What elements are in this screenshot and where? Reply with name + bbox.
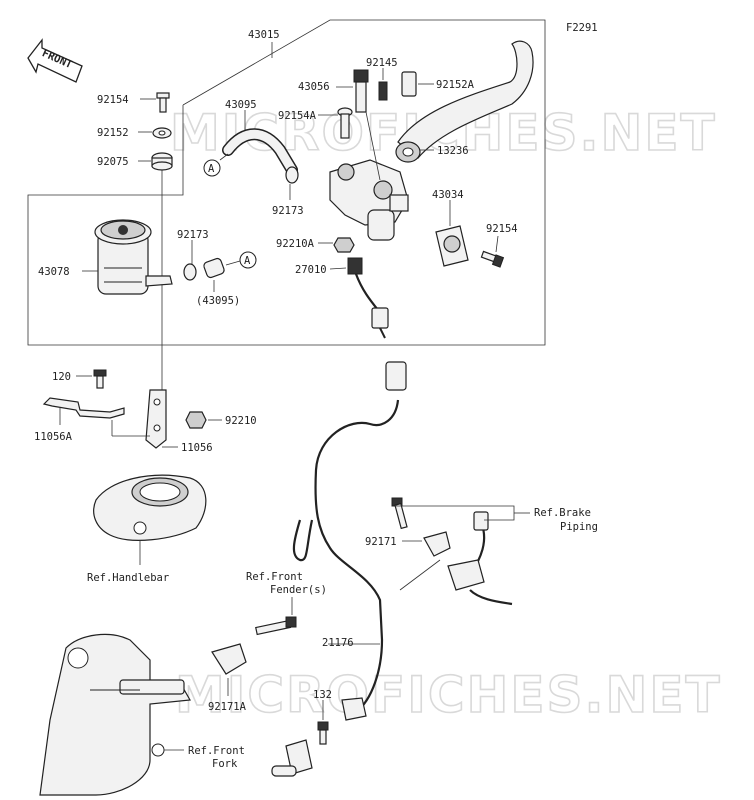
label-43078: 43078 [38, 266, 70, 278]
svg-text:A: A [208, 163, 215, 175]
hose-clamp-92173-mid [285, 166, 299, 184]
label-11056a: 11056A [34, 431, 73, 443]
label-92210: 92210 [225, 415, 257, 427]
label-92154-right: 92154 [486, 223, 518, 235]
label-120: 120 [52, 371, 71, 383]
label-27010: 27010 [295, 264, 327, 276]
label-92152a: 92152A [436, 79, 475, 91]
bolt-front-fender [255, 616, 297, 636]
screw-120 [93, 369, 107, 389]
front-fork-ref [39, 633, 191, 796]
spring-92145 [378, 81, 388, 101]
label-43015: 43015 [248, 29, 280, 41]
assembly-boundary [27, 19, 546, 346]
brake-fluid-reservoir-43078 [94, 219, 173, 295]
label-43095-paren: (43095) [196, 295, 240, 307]
ref-front-fork-1: Ref.Front [188, 745, 245, 757]
fitting-43056 [353, 69, 369, 113]
label-92210a: 92210A [276, 238, 315, 250]
brake-switch-27010 [347, 257, 389, 339]
label-13236: 13236 [437, 145, 469, 157]
washer-92152 [152, 127, 172, 139]
brake-hose-21176 [292, 361, 407, 721]
label-92171: 92171 [365, 536, 397, 548]
front-arrow-icon: FRONT [27, 38, 83, 83]
reservoir-hose-43095 [222, 128, 298, 176]
label-92173-left: 92173 [177, 229, 209, 241]
master-cylinder-body [329, 159, 409, 241]
nut-92210a [333, 237, 355, 253]
watermark-bottom: MICROFICHES.NET [175, 666, 722, 724]
label-92154-top: 92154 [97, 94, 129, 106]
label-92152: 92152 [97, 127, 129, 139]
brake-lever-13236 [395, 40, 534, 163]
label-43095: 43095 [225, 99, 257, 111]
hose-clamp-92173-left [183, 263, 197, 281]
label-132: 132 [313, 689, 332, 701]
label-92075: 92075 [97, 156, 129, 168]
speed-sensor [271, 739, 313, 777]
svg-text:A: A [244, 255, 251, 267]
label-21176: 21176 [322, 637, 354, 649]
label-92154a: 92154A [278, 110, 317, 122]
pivot-bolt-92154a [337, 107, 353, 139]
label-43056: 43056 [298, 81, 330, 93]
hose-piece-43095-paren [203, 257, 225, 279]
nut-92210 [185, 411, 207, 429]
clamp-bolt-92154-right [480, 250, 505, 268]
reservoir-cap-bolt-92154 [156, 92, 170, 113]
ref-brake-1: Ref.Brake [534, 507, 591, 519]
figure-code: F2291 [566, 22, 598, 34]
bracket-11056 [145, 389, 167, 449]
bracket-92171 [423, 531, 451, 557]
collar-92152a [401, 71, 417, 97]
label-92145: 92145 [366, 57, 398, 69]
ref-front-fork-2: Fork [212, 758, 238, 770]
handlebar-clamp-43034 [435, 225, 469, 267]
marker-a-top: A [203, 159, 221, 177]
marker-a-left: A [239, 251, 257, 269]
bolt-brake-piping [391, 497, 408, 530]
bolt-132 [317, 721, 329, 745]
ref-front-fender-2: Fender(s) [270, 584, 327, 596]
handlebar-clamp-ref [93, 474, 207, 541]
label-92173-mid: 92173 [272, 205, 304, 217]
brake-piping-ref [447, 511, 513, 606]
ref-brake-2: Piping [560, 521, 598, 533]
label-43034: 43034 [432, 189, 464, 201]
grommet-92075 [151, 152, 173, 171]
bracket-92171a [211, 643, 247, 675]
label-11056: 11056 [181, 442, 213, 454]
ref-front-fender-1: Ref.Front [246, 571, 303, 583]
ref-handlebar: Ref.Handlebar [87, 572, 169, 584]
bracket-11056a [42, 397, 125, 419]
label-92171a: 92171A [208, 701, 247, 713]
